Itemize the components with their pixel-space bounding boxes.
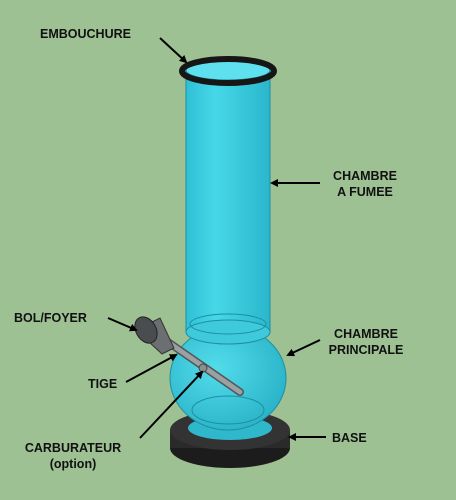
label-base: BASE — [332, 431, 367, 445]
label-carburateur-line1: CARBURATEUR — [24, 441, 122, 455]
arrow-chambre-principale — [286, 339, 321, 357]
label-carburateur-line2: (option) — [49, 457, 97, 471]
label-chambre-fumee-line2: A FUMEE — [337, 185, 393, 199]
label-chambre-fumee-line1: CHAMBRE — [333, 169, 397, 183]
arrow-embouchure — [159, 37, 188, 64]
label-chambre-fumee: CHAMBRE A FUMEE — [320, 168, 410, 200]
label-embouchure: EMBOUCHURE — [40, 27, 131, 41]
label-chambre-principale-line2: PRINCIPALE — [328, 343, 404, 357]
arrow-bol-foyer — [107, 317, 138, 332]
arrow-tige — [125, 354, 178, 383]
arrow-carburateur — [139, 370, 204, 439]
label-chambre-principale-line1: CHAMBRE — [334, 327, 398, 341]
label-tige: TIGE — [88, 377, 118, 391]
main-chamber-shape — [169, 325, 287, 431]
bowl-shape — [134, 316, 175, 355]
smoke-chamber-shape — [185, 59, 271, 345]
label-chambre-principale: CHAMBRE PRINCIPALE — [316, 326, 416, 358]
label-carburateur: CARBURATEUR (option) — [18, 440, 128, 472]
mouthpiece-ring-shape — [179, 56, 277, 86]
label-bol-foyer: BOL/FOYER — [14, 311, 87, 325]
